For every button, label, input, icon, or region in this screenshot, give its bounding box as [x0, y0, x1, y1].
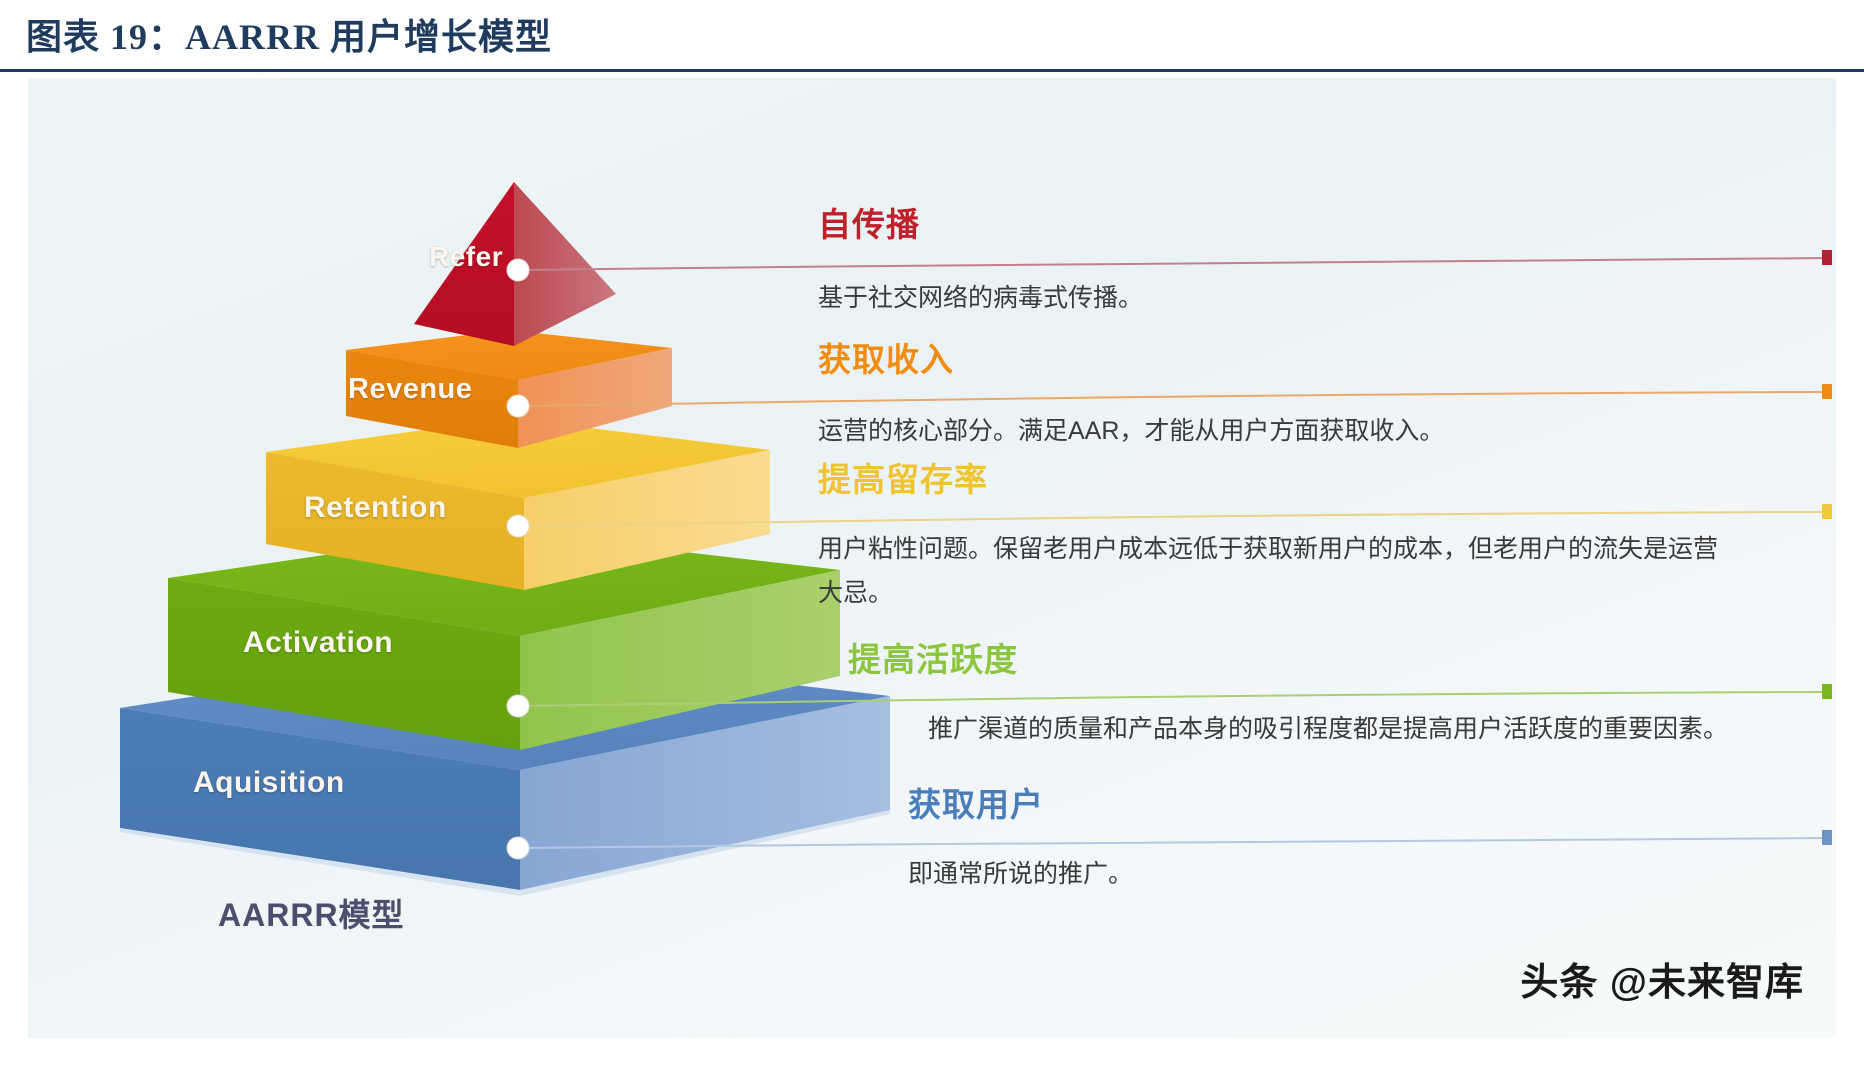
page-title: 图表 19：AARRR 用户增长模型	[26, 17, 552, 57]
pyramid-label-refer: Refer	[429, 241, 504, 272]
pyramid-level-retention	[266, 418, 770, 590]
body-activation: 推广渠道的质量和产品本身的吸引程度都是提高用户活跃度的重要因素。	[927, 715, 1728, 743]
connector-end-ticks	[1822, 250, 1832, 845]
aarrr-diagram-canvas: Refer Revenue Retention Activation Aquis…	[28, 78, 1836, 1038]
pyramid-label-aquisition: Aquisition	[193, 766, 345, 799]
pyramid-label-retention: Retention	[304, 491, 447, 524]
figure-title-bar: 图表 19：AARRR 用户增长模型	[0, 0, 1864, 72]
pyramid-level-refer	[414, 182, 616, 346]
body-retention: 用户粘性问题。保留老用户成本远低于获取新用户的成本，但老用户的流失是运营大忌。	[818, 535, 1719, 607]
body-revenue: 运营的核心部分。满足AAR，才能从用户方面获取收入。	[818, 417, 1445, 445]
heading-activation: 提高活跃度	[848, 641, 1018, 678]
heading-refer: 自传播	[818, 206, 920, 243]
watermark: 头条 @未来智库	[1520, 962, 1804, 1004]
body-refer: 基于社交网络的病毒式传播。	[818, 284, 1144, 312]
text-block-activation: 提高活跃度 推广渠道的质量和产品本身的吸引程度都是提高用户活跃度的重要因素。	[848, 633, 1728, 751]
heading-retention: 提高留存率	[818, 461, 988, 498]
body-aquisition: 即通常所说的推广。	[908, 860, 1134, 888]
text-block-aquisition: 获取用户 即通常所说的推广。	[908, 778, 1608, 896]
heading-aquisition: 获取用户	[908, 786, 1044, 823]
pyramid-label-activation: Activation	[243, 626, 394, 659]
pyramid-graphic	[120, 182, 1832, 896]
connector-lines	[517, 257, 1831, 849]
heading-revenue: 获取收入	[818, 341, 954, 378]
pyramid-label-revenue: Revenue	[348, 373, 473, 405]
text-block-refer: 自传播 基于社交网络的病毒式传播。	[818, 198, 1778, 320]
diagram-caption: AARRR模型	[218, 897, 405, 933]
connector-dots	[506, 258, 530, 860]
text-block-retention: 提高留存率 用户粘性问题。保留老用户成本远低于获取新用户的成本，但老用户的流失是…	[818, 453, 1718, 615]
pyramid-level-revenue	[346, 330, 672, 448]
text-block-revenue: 获取收入 运营的核心部分。满足AAR，才能从用户方面获取收入。	[818, 333, 1798, 453]
